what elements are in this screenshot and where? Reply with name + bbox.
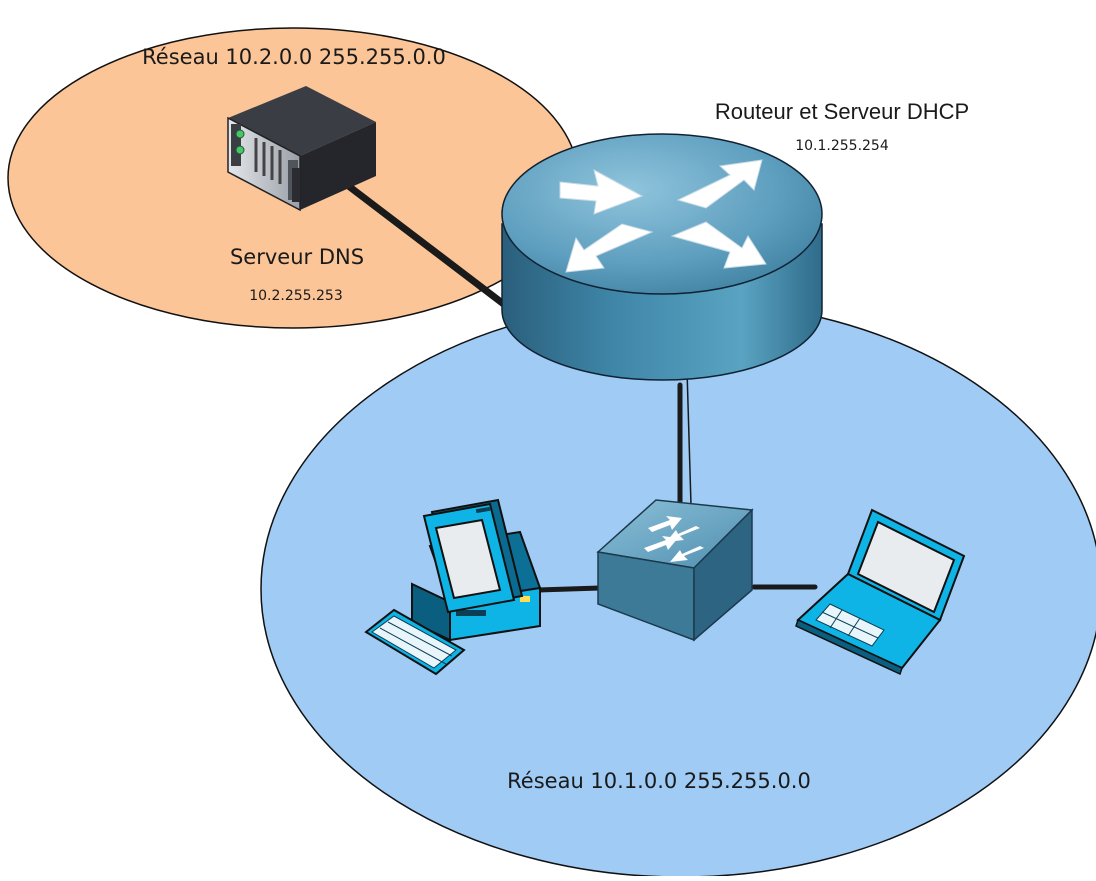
links	[334, 174, 818, 593]
network-bottom-label: Réseau 10.1.0.0 255.255.0.0	[507, 769, 811, 793]
switch-icon[interactable]	[596, 499, 754, 642]
desktop-computer-icon[interactable]	[364, 498, 542, 676]
server-icon[interactable]	[227, 86, 376, 212]
link-dns-router	[334, 174, 526, 322]
dns-server-name: Serveur DNS	[230, 245, 364, 269]
laptop-icon[interactable]	[795, 508, 966, 676]
router-ip: 10.1.255.254	[795, 138, 889, 154]
link-switch-desktop	[535, 585, 603, 593]
network-top-label: Réseau 10.2.0.0 255.255.0.0	[142, 45, 446, 69]
router-icon[interactable]	[501, 133, 823, 381]
router-name: Routeur et Serveur DHCP	[715, 99, 969, 124]
link-router-switch-thin	[686, 369, 692, 506]
dns-server-ip: 10.2.255.253	[249, 288, 343, 304]
